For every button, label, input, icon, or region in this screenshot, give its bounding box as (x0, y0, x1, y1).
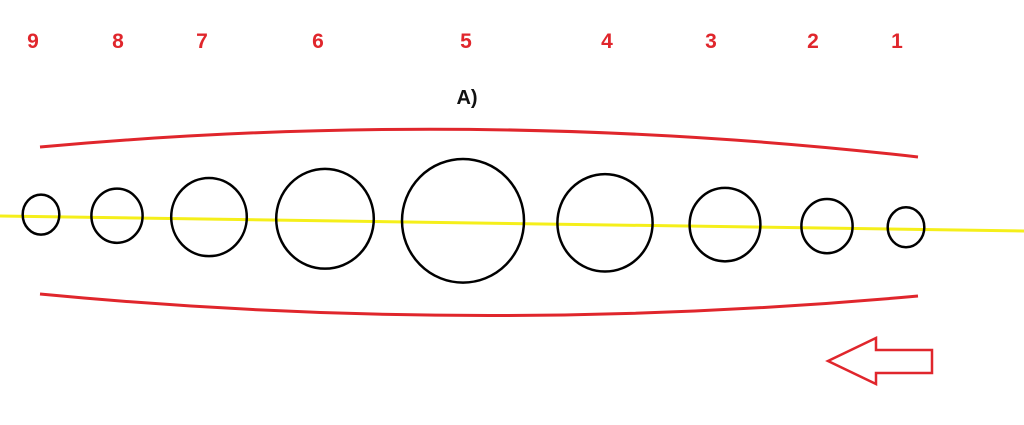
circle-7 (169, 176, 249, 258)
circle-3 (688, 186, 762, 263)
position-label-5: 5 (460, 30, 472, 53)
position-label-1: 1 (891, 30, 903, 53)
position-label-8: 8 (112, 30, 124, 53)
upper-outline-curve (39, 127, 919, 159)
circle-1 (886, 206, 926, 249)
size-circles (21, 157, 926, 284)
central-axis-line (0, 214, 1024, 233)
lower-outline-curve (39, 292, 919, 317)
position-label-4: 4 (601, 30, 613, 53)
circle-8 (90, 187, 144, 245)
position-labels: 9 8 7 6 5 4 3 2 1 (27, 30, 903, 53)
position-label-2: 2 (807, 30, 819, 53)
circle-2 (800, 197, 854, 255)
circle-4 (556, 172, 654, 273)
circle-6 (274, 167, 376, 270)
position-label-3: 3 (705, 30, 717, 53)
position-label-9: 9 (27, 30, 39, 53)
circle-9 (21, 193, 61, 236)
left-arrow-icon (825, 336, 934, 386)
position-label-7: 7 (196, 30, 208, 53)
diagram-title: A) (456, 87, 477, 109)
position-label-6: 6 (312, 30, 324, 53)
circle-5 (400, 157, 526, 284)
